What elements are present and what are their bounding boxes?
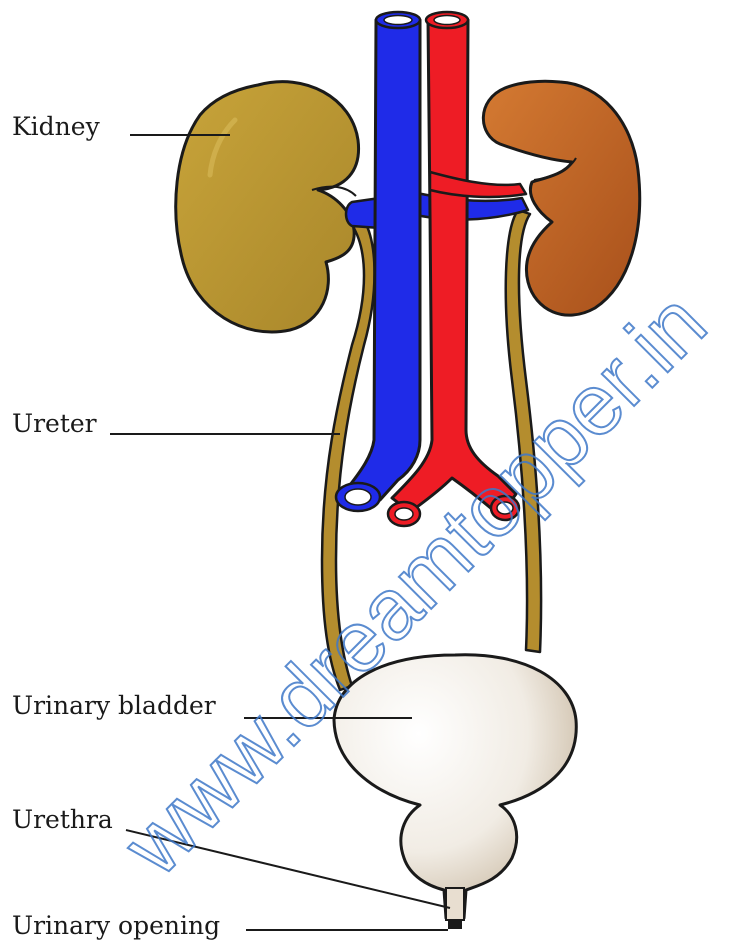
- right-renal-artery: [430, 172, 526, 197]
- kidney-label: Kidney: [12, 112, 101, 141]
- urinary-bladder-label: Urinary bladder: [12, 691, 216, 720]
- vena-cava-bottom-lumen: [345, 489, 371, 505]
- urinary-opening-tip: [448, 920, 462, 929]
- ureter-label: Ureter: [12, 409, 97, 438]
- urethra-tube: [446, 888, 464, 920]
- left-kidney: [176, 82, 359, 332]
- urethra-label: Urethra: [12, 805, 113, 834]
- vena-cava-top-lumen: [384, 16, 412, 25]
- aorta-left-bottom-lumen: [395, 508, 413, 520]
- vena-cava: [346, 20, 420, 500]
- aorta-top-lumen: [434, 16, 460, 25]
- urinary-opening-label: Urinary opening: [12, 911, 220, 940]
